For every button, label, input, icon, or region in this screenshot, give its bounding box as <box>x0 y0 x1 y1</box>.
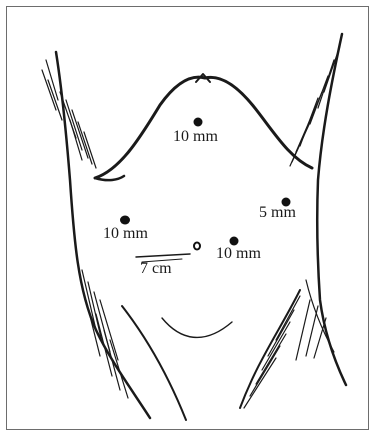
right-port-label: 5 mm <box>259 205 296 221</box>
right-inguinal-line <box>240 290 300 408</box>
left-port-label: 10 mm <box>103 226 148 242</box>
top-port-label: 10 mm <box>173 129 218 145</box>
umbilicus-marker <box>194 243 200 250</box>
center-port-label: 10 mm <box>216 246 261 262</box>
top-port-marker <box>194 118 203 127</box>
distance-line <box>136 254 190 257</box>
left-inguinal-line <box>122 306 186 420</box>
left-port-marker <box>120 216 130 225</box>
right-hatch-lower <box>244 296 326 408</box>
right-hatch-upper <box>290 46 340 166</box>
left-hatch-upper <box>42 60 96 168</box>
pubic-curve <box>162 318 232 337</box>
left-hatch-lower <box>82 270 128 398</box>
distance-label: 7 cm <box>140 261 172 277</box>
